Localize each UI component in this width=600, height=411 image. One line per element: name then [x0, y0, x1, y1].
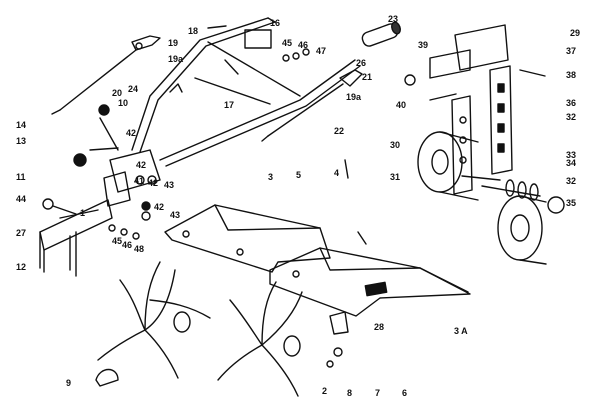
eye-bolt — [42, 198, 77, 215]
part-callout: 38 — [566, 70, 577, 80]
part-callout: 44 — [16, 194, 27, 204]
part-callout: 28 — [374, 322, 385, 332]
part-callout: 3 — [268, 172, 274, 182]
part-callout: 32 — [566, 112, 577, 122]
part-callout: 20 — [112, 88, 123, 98]
part-callout: 6 — [402, 388, 408, 398]
axle-and-washers — [481, 179, 565, 214]
part-callout: 34 — [566, 158, 577, 168]
part-callout: 1 — [80, 208, 86, 218]
part-callout: 31 — [390, 172, 401, 182]
handle-grip — [361, 21, 401, 47]
part-callout: 11 — [16, 172, 26, 182]
part-callout: 21 — [362, 72, 373, 82]
upper-wheel — [417, 131, 501, 201]
part-callout: 8 — [347, 388, 353, 398]
clutch-lever-right — [261, 69, 363, 142]
clutch-lever-left — [51, 35, 161, 115]
part-callout: 42 — [136, 160, 147, 170]
part-callout: 42 — [126, 128, 137, 138]
frame-bracket — [39, 104, 161, 277]
part-callout: 45 — [282, 38, 293, 48]
part-callout: 17 — [224, 100, 235, 110]
tine-hardware — [326, 159, 367, 368]
part-callout: 40 — [396, 100, 407, 110]
part-callout: 46 — [298, 40, 309, 50]
part-callout: 19a — [346, 92, 362, 102]
tine-set-left — [97, 261, 211, 379]
part-callout: 48 — [134, 244, 145, 254]
part-callout: 16 — [270, 18, 281, 28]
lynch-pin-clip — [95, 368, 119, 387]
part-callout: 18 — [188, 26, 199, 36]
part-callout: 43 — [170, 210, 181, 220]
part-callout: 2 — [322, 386, 328, 396]
part-callout: 29 — [570, 28, 581, 38]
part-callout: 42 — [148, 178, 159, 188]
part-callout: 33 — [566, 150, 577, 160]
part-callout: 22 — [334, 126, 345, 136]
part-callout: 19a — [168, 54, 184, 64]
part-callout: 37 — [566, 46, 577, 56]
part-callout: 24 — [128, 84, 139, 94]
part-callout: 12 — [16, 262, 27, 272]
part-callout: 41 — [134, 176, 145, 186]
part-callout: 23 — [388, 14, 399, 24]
part-callout: 9 — [66, 378, 72, 388]
wheel-bracket — [404, 24, 546, 195]
part-callout: 42 — [154, 202, 165, 212]
part-callout: 26 — [356, 58, 367, 68]
small-hardware — [108, 25, 310, 240]
part-callout: 14 — [16, 120, 27, 130]
part-callout: 43 — [164, 180, 175, 190]
handlebar-assembly — [131, 17, 361, 167]
part-callout: 45 — [112, 236, 123, 246]
part-callout: 19 — [168, 38, 179, 48]
shield-plate-left — [164, 204, 331, 273]
part-callout: 47 — [316, 46, 327, 56]
part-callout: 3 A — [454, 326, 468, 336]
part-callout: 36 — [566, 98, 577, 108]
part-callout: 13 — [16, 136, 27, 146]
part-callout: 30 — [390, 140, 401, 150]
part-callout: 10 — [118, 98, 129, 108]
tine-set-right — [217, 281, 303, 397]
shield-plate-right — [269, 247, 471, 317]
part-callout: 4 — [334, 168, 340, 178]
part-callout: 46 — [122, 240, 133, 250]
part-callout: 5 — [296, 170, 302, 180]
part-callout: 27 — [16, 228, 27, 238]
part-callout: 39 — [418, 40, 429, 50]
part-callout: 32 — [566, 176, 577, 186]
lower-wheel — [497, 195, 547, 265]
part-callout: 7 — [375, 388, 381, 398]
part-callout: 35 — [566, 198, 577, 208]
